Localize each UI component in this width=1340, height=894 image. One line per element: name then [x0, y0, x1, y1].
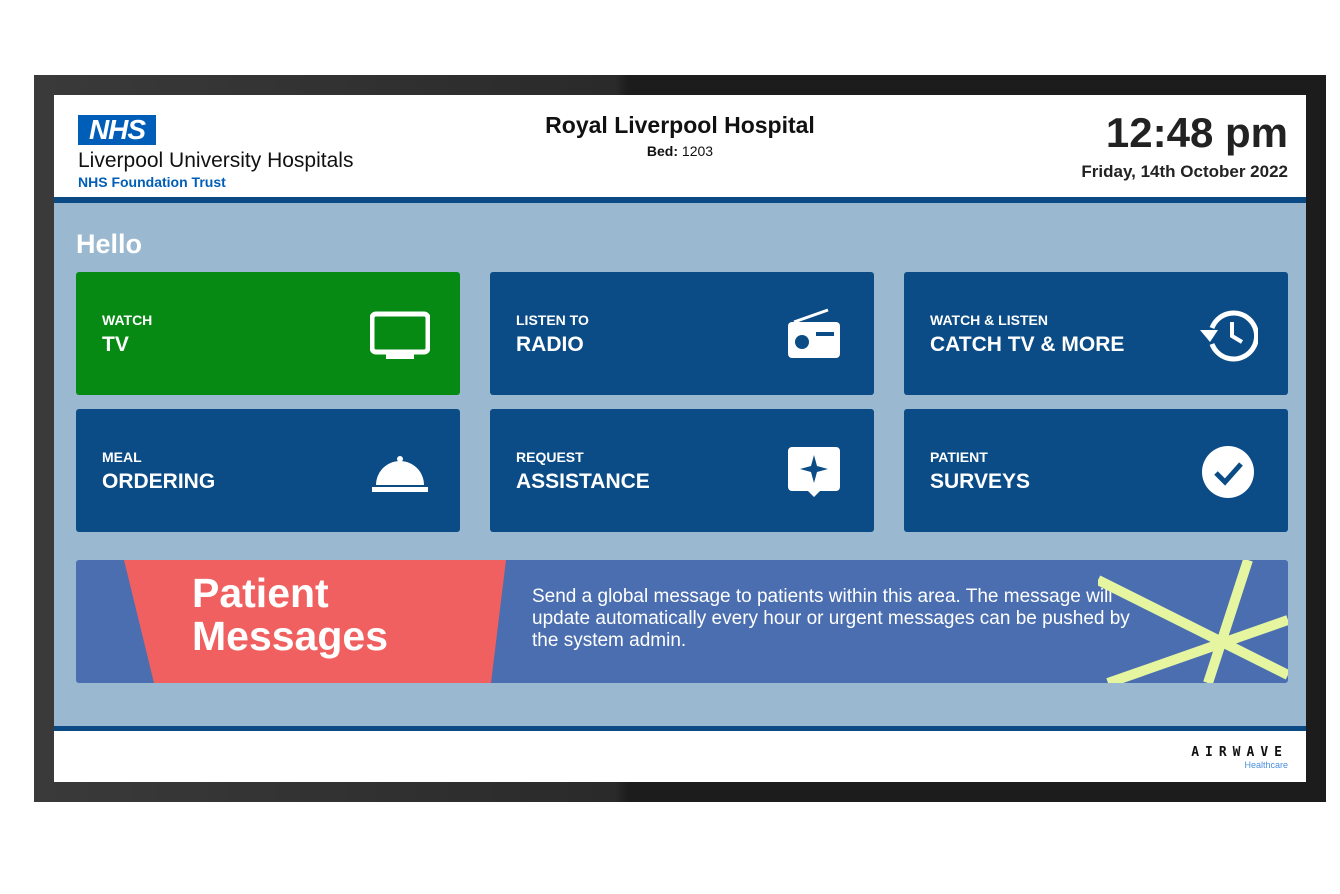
watch-tv-tile[interactable]: WATCH TV: [76, 272, 460, 395]
tile-subtitle: WATCH & LISTEN: [930, 312, 1048, 328]
tile-subtitle: PATIENT: [930, 449, 988, 465]
request-assistance-tile[interactable]: REQUEST ASSISTANCE: [490, 409, 874, 532]
assistance-icon: [788, 447, 840, 497]
screen: NHS Liverpool University Hospitals NHS F…: [54, 95, 1306, 782]
nhs-logo: NHS: [78, 115, 156, 145]
main-area: Hello WATCH TV LISTEN TO RADIO WATCH & L…: [54, 203, 1306, 726]
catch-tv-tile[interactable]: WATCH & LISTEN CATCH TV & MORE: [904, 272, 1288, 395]
bed-number: 1203: [681, 143, 714, 159]
tile-subtitle: LISTEN TO: [516, 312, 589, 328]
meal-ordering-tile[interactable]: MEAL ORDERING: [76, 409, 460, 532]
bed-info: Bed: 1203: [54, 143, 1306, 159]
patient-surveys-tile[interactable]: PATIENT SURVEYS: [904, 409, 1288, 532]
banner-title-line1: Patient: [192, 570, 329, 616]
tile-subtitle: REQUEST: [516, 449, 584, 465]
starburst-decoration: [1098, 560, 1288, 683]
divider: [54, 197, 1306, 203]
tile-title: ORDERING: [102, 470, 216, 493]
divider: [54, 726, 1306, 731]
radio-icon: [788, 308, 840, 358]
banner-title-line2: Messages: [192, 613, 389, 659]
tile-title: RADIO: [516, 333, 584, 356]
banner-title-panel: [124, 560, 506, 683]
greeting: Hello: [76, 229, 143, 259]
tile-title: TV: [102, 333, 129, 356]
organisation-name: Liverpool University Hospitals: [78, 149, 354, 172]
tile-subtitle: WATCH: [102, 312, 153, 328]
tv-icon: [370, 311, 430, 359]
airwave-logo-sub: Healthcare: [1244, 760, 1288, 770]
check-circle-icon: [1202, 446, 1254, 498]
trust-name: NHS Foundation Trust: [78, 174, 226, 190]
tile-subtitle: MEAL: [102, 449, 142, 465]
hospital-name: Royal Liverpool Hospital: [545, 112, 815, 138]
cloche-icon: [372, 456, 428, 492]
radio-tile[interactable]: LISTEN TO RADIO: [490, 272, 874, 395]
tile-title: SURVEYS: [930, 470, 1030, 493]
footer: AIRWAVE Healthcare: [54, 731, 1306, 782]
tile-title: ASSISTANCE: [516, 470, 650, 493]
clock-date: Friday, 14th October 2022: [1081, 162, 1288, 181]
clock-time: 12:48 pm: [1105, 109, 1288, 156]
header: NHS Liverpool University Hospitals NHS F…: [54, 95, 1306, 197]
bed-label: Bed:: [646, 143, 679, 159]
tile-title: CATCH TV & MORE: [930, 333, 1125, 356]
history-icon: [1200, 310, 1258, 362]
banner-message: Send a global message to patients within…: [532, 586, 1130, 651]
airwave-logo: AIRWAVE: [1191, 745, 1288, 760]
